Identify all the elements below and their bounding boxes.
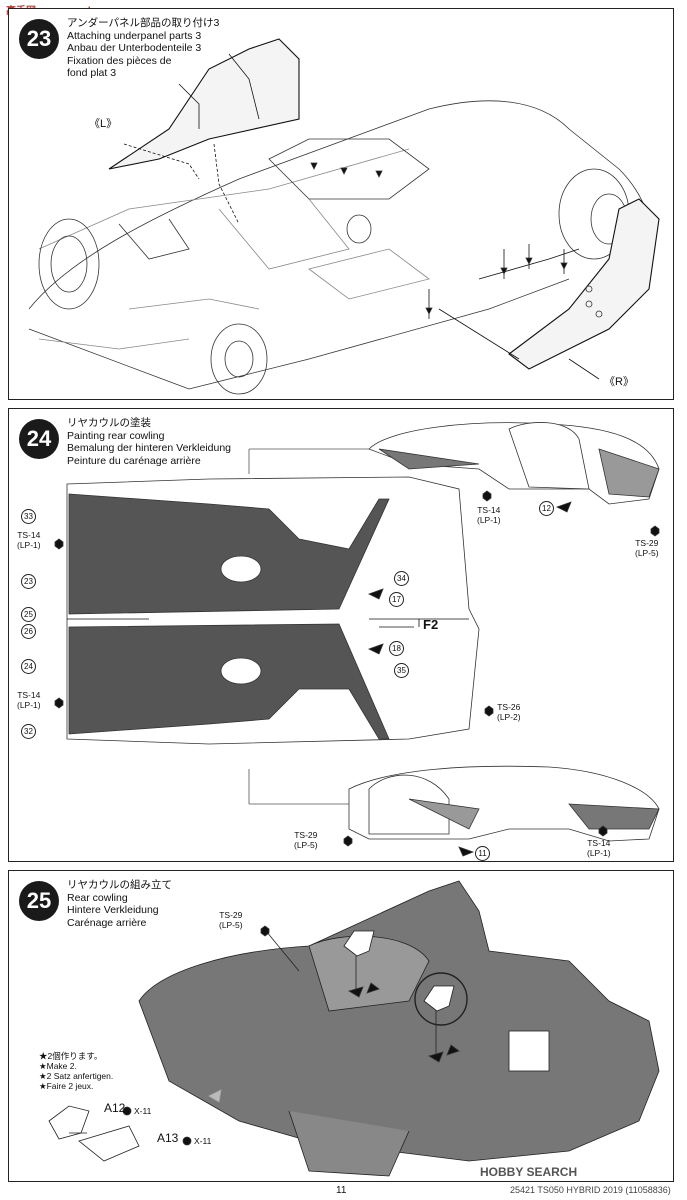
step-number: 24 xyxy=(19,419,59,459)
paint-ts14-lower-side: TS-14(LP-1) xyxy=(587,838,611,858)
watermark-bottom: HOBBY SEARCH xyxy=(480,1165,578,1179)
page-number: 11 xyxy=(336,1185,347,1196)
step-title: リヤカウルの塗装 Painting rear cowling Bemalung … xyxy=(67,417,231,467)
decal-34: 34 xyxy=(394,571,409,586)
title-fr: Peinture du carénage arrière xyxy=(67,454,201,467)
title-fr-1: Fixation des pièces de xyxy=(67,54,172,67)
paint-ts29: TS-29(LP-5) xyxy=(219,910,243,930)
title-de: Bemalung der hinteren Verkleidung xyxy=(67,442,232,454)
decal-23: 23 xyxy=(21,574,36,589)
decal-25: 25 xyxy=(21,607,36,622)
decal-11: 11 xyxy=(475,846,490,861)
decal-33: 33 xyxy=(21,509,36,524)
paint-ts26: TS-26(LP-2) xyxy=(497,702,521,722)
decal-26: 26 xyxy=(21,624,36,639)
title-fr: Carénage arrière xyxy=(67,916,147,929)
title-jp: リヤカウルの組み立て xyxy=(67,879,172,891)
part-a13: A13 xyxy=(157,1131,179,1145)
title-jp: アンダーパネル部品の取り付け3 xyxy=(67,17,220,29)
title-en: Attaching underpanel parts 3 xyxy=(67,29,202,42)
decal-32: 32 xyxy=(21,724,36,739)
car-underpanel-drawing xyxy=(28,38,660,395)
rear-cowling-assembly-drawing xyxy=(48,880,660,1177)
part-f2: F2 xyxy=(423,617,439,632)
title-de: Anbau der Unterbodenteile 3 xyxy=(67,42,202,54)
decal-35: 35 xyxy=(394,663,409,678)
decal-17: 17 xyxy=(389,592,404,607)
title-de: Hintere Verkleidung xyxy=(67,904,159,916)
title-en: Painting rear cowling xyxy=(67,429,165,442)
paint-ts29-lower-side: TS-29(LP-5) xyxy=(294,830,318,850)
decal-12: 12 xyxy=(539,501,554,516)
step-25-panel: 25 リヤカウルの組み立て Rear cowling Hintere Verkl… xyxy=(8,870,674,1182)
step-23-panel: 23 アンダーパネル部品の取り付け3 Attaching underpanel … xyxy=(8,8,674,400)
part-a12: A12 xyxy=(104,1101,126,1115)
paint-ts29-upper-side: TS-29(LP-5) xyxy=(635,538,659,558)
step-24-panel: 24 リヤカウルの塗装 Painting rear cowling Bemalu… xyxy=(8,408,674,862)
paint-ts14-upper-side: TS-14(LP-1) xyxy=(477,505,501,525)
step-title: リヤカウルの組み立て Rear cowling Hintere Verkleid… xyxy=(67,879,172,929)
make-two-note: ★2個作ります。 ★Make 2. ★2 Satz anfertigen. ★F… xyxy=(39,1051,114,1091)
title-fr-2: fond plat 3 xyxy=(67,67,117,79)
product-code: 25421 TS050 HYBRID 2019 (11058836) xyxy=(510,1185,671,1195)
decal-24: 24 xyxy=(21,659,36,674)
step-title: アンダーパネル部品の取り付け3 Attaching underpanel par… xyxy=(67,17,219,80)
step-number: 25 xyxy=(19,881,59,921)
label-left: 《L》 xyxy=(89,118,118,130)
label-right: 《R》 xyxy=(604,376,634,388)
paint-ts14-top: TS-14(LP-1) xyxy=(17,530,41,550)
paint-x11-a12: X-11 xyxy=(134,1106,152,1116)
title-jp: リヤカウルの塗装 xyxy=(67,417,151,429)
decal-18: 18 xyxy=(389,641,404,656)
step-number: 23 xyxy=(19,19,59,59)
paint-ts14-bottom: TS-14(LP-1) xyxy=(17,690,41,710)
title-en: Rear cowling xyxy=(67,891,128,904)
rear-cowling-painting-drawing xyxy=(54,422,660,857)
paint-x11-a13: X-11 xyxy=(194,1136,212,1146)
